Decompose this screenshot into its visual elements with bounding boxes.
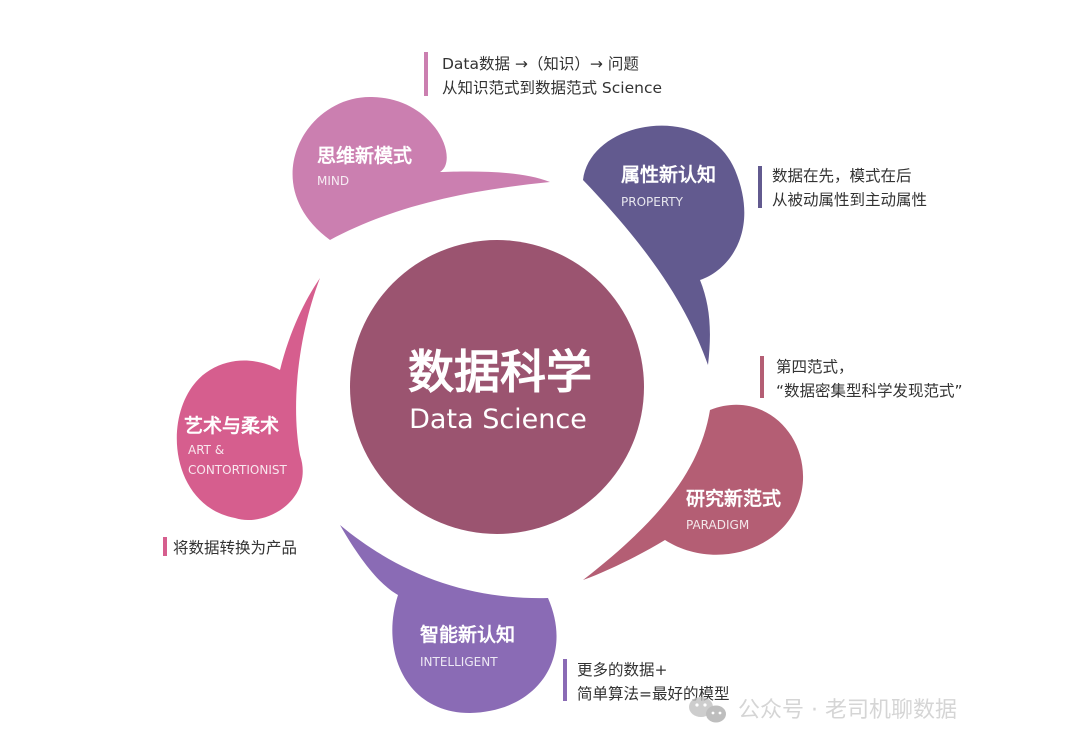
note-intelligent-line2: 简单算法=最好的模型 — [577, 684, 730, 703]
petal-art-subtitle-line1: ART & — [188, 443, 224, 457]
petal-paradigm: 研究新范式 PARADIGM — [583, 404, 804, 580]
petal-intelligent-subtitle: INTELLIGENT — [420, 655, 498, 669]
note-property-bar — [758, 166, 762, 208]
note-paradigm-line1: 第四范式， — [776, 358, 854, 376]
note-art-line1: 将数据转换为产品 — [173, 539, 297, 557]
petal-paradigm-title: 研究新范式 — [686, 487, 781, 510]
note-property: 数据在先，模式在后 从被动属性到主动属性 — [758, 166, 927, 209]
note-mind-bar — [424, 52, 428, 96]
center-node: 数据科学 Data Science — [350, 240, 644, 534]
petal-property-subtitle: PROPERTY — [621, 195, 684, 209]
petal-intelligent: 智能新认知 INTELLIGENT — [340, 525, 557, 713]
center-subtitle: Data Science — [409, 404, 587, 435]
note-mind-line1: Data数据 →（知识）→ 问题 — [442, 55, 639, 73]
note-art-bar — [163, 537, 167, 556]
petal-art-title: 艺术与柔术 — [184, 415, 279, 437]
petal-property: 属性新认知 PROPERTY — [583, 125, 745, 365]
note-mind: Data数据 →（知识）→ 问题 从知识范式到数据范式 Science — [424, 52, 662, 97]
petal-mind: 思维新模式 MIND — [292, 96, 550, 240]
note-intelligent: 更多的数据+ 简单算法=最好的模型 — [563, 659, 730, 703]
petal-mind-title: 思维新模式 — [317, 144, 412, 167]
watermark: 公众号 · 老司机聊数据 — [689, 697, 957, 723]
petal-intelligent-title: 智能新认知 — [420, 623, 515, 646]
petal-intelligent-shape — [340, 525, 557, 713]
note-property-line2: 从被动属性到主动属性 — [772, 191, 927, 209]
petal-art-shape — [176, 278, 320, 521]
note-intelligent-bar — [563, 659, 567, 701]
petal-art: 艺术与柔术 ART & CONTORTIONIST — [176, 278, 320, 521]
petal-paradigm-shape — [583, 404, 804, 580]
center-title: 数据科学 — [408, 345, 592, 399]
petal-mind-shape — [292, 96, 550, 240]
petal-property-title: 属性新认知 — [621, 163, 716, 186]
watermark-text: 公众号 · 老司机聊数据 — [738, 698, 957, 723]
center-circle — [350, 240, 644, 534]
note-paradigm: 第四范式， “数据密集型科学发现范式” — [760, 356, 963, 400]
note-property-line1: 数据在先，模式在后 — [772, 167, 912, 185]
wechat-icon — [689, 697, 726, 723]
note-mind-line2: 从知识范式到数据范式 Science — [442, 79, 662, 97]
petal-art-subtitle-line2: CONTORTIONIST — [188, 463, 287, 477]
petal-property-shape — [583, 125, 745, 365]
note-intelligent-line1: 更多的数据+ — [577, 661, 668, 679]
note-paradigm-line2: “数据密集型科学发现范式” — [776, 382, 963, 400]
petal-mind-subtitle: MIND — [317, 174, 349, 188]
note-paradigm-bar — [760, 356, 764, 398]
note-art: 将数据转换为产品 — [163, 537, 297, 557]
petal-paradigm-subtitle: PARADIGM — [686, 518, 749, 532]
